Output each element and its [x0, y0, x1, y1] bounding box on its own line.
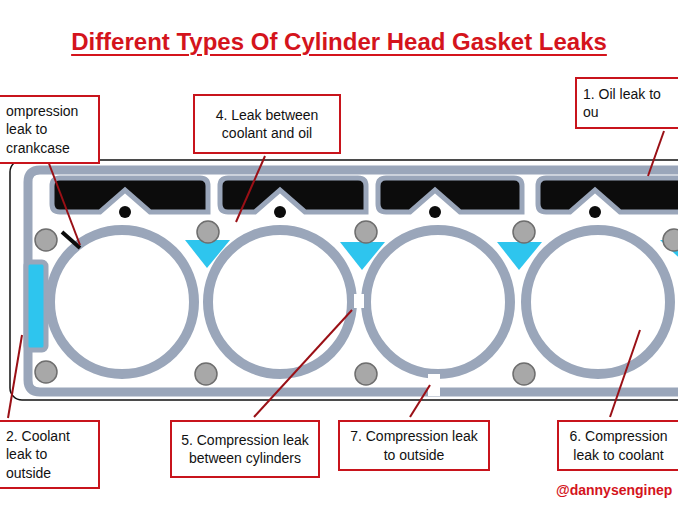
- bolt-holes: [35, 221, 678, 385]
- cylinder-bores: [50, 230, 670, 374]
- callout-text: 2. Coolant leak to outside: [6, 427, 92, 482]
- callout-text: 5. Compression leak between cylinders: [178, 431, 312, 467]
- callout-box: 7. Compression leak to outside: [338, 420, 490, 471]
- callout-text: 6. Compression leak to coolant: [565, 427, 672, 463]
- callout-box: 6. Compression leak to coolant: [557, 420, 678, 471]
- callout-text: 7. Compression leak to outside: [346, 427, 482, 463]
- oil-galleries: [52, 178, 678, 212]
- coolant-passage: [26, 262, 46, 350]
- gasket-edge: [28, 170, 678, 392]
- callout-text: ompression leak to crankcase: [6, 102, 92, 157]
- leak-gap: [354, 294, 364, 308]
- callout-box: 1. Oil leak to ou: [575, 77, 678, 129]
- callout-box: ompression leak to crankcase: [0, 95, 100, 164]
- callout-box: 5. Compression leak between cylinders: [170, 420, 320, 478]
- diagram-title: Different Types Of Cylinder Head Gasket …: [0, 28, 678, 56]
- callout-text: 4. Leak between coolant and oil: [201, 106, 333, 142]
- gasket-frame: [10, 160, 678, 400]
- watermark: @dannysenginep: [556, 482, 672, 498]
- callout-box: 4. Leak between coolant and oil: [193, 94, 341, 154]
- callout-text: 1. Oil leak to ou: [583, 85, 672, 121]
- callout-box: 2. Coolant leak to outside: [0, 420, 100, 489]
- oil-holes: [119, 206, 601, 218]
- leader-lines: [8, 131, 664, 418]
